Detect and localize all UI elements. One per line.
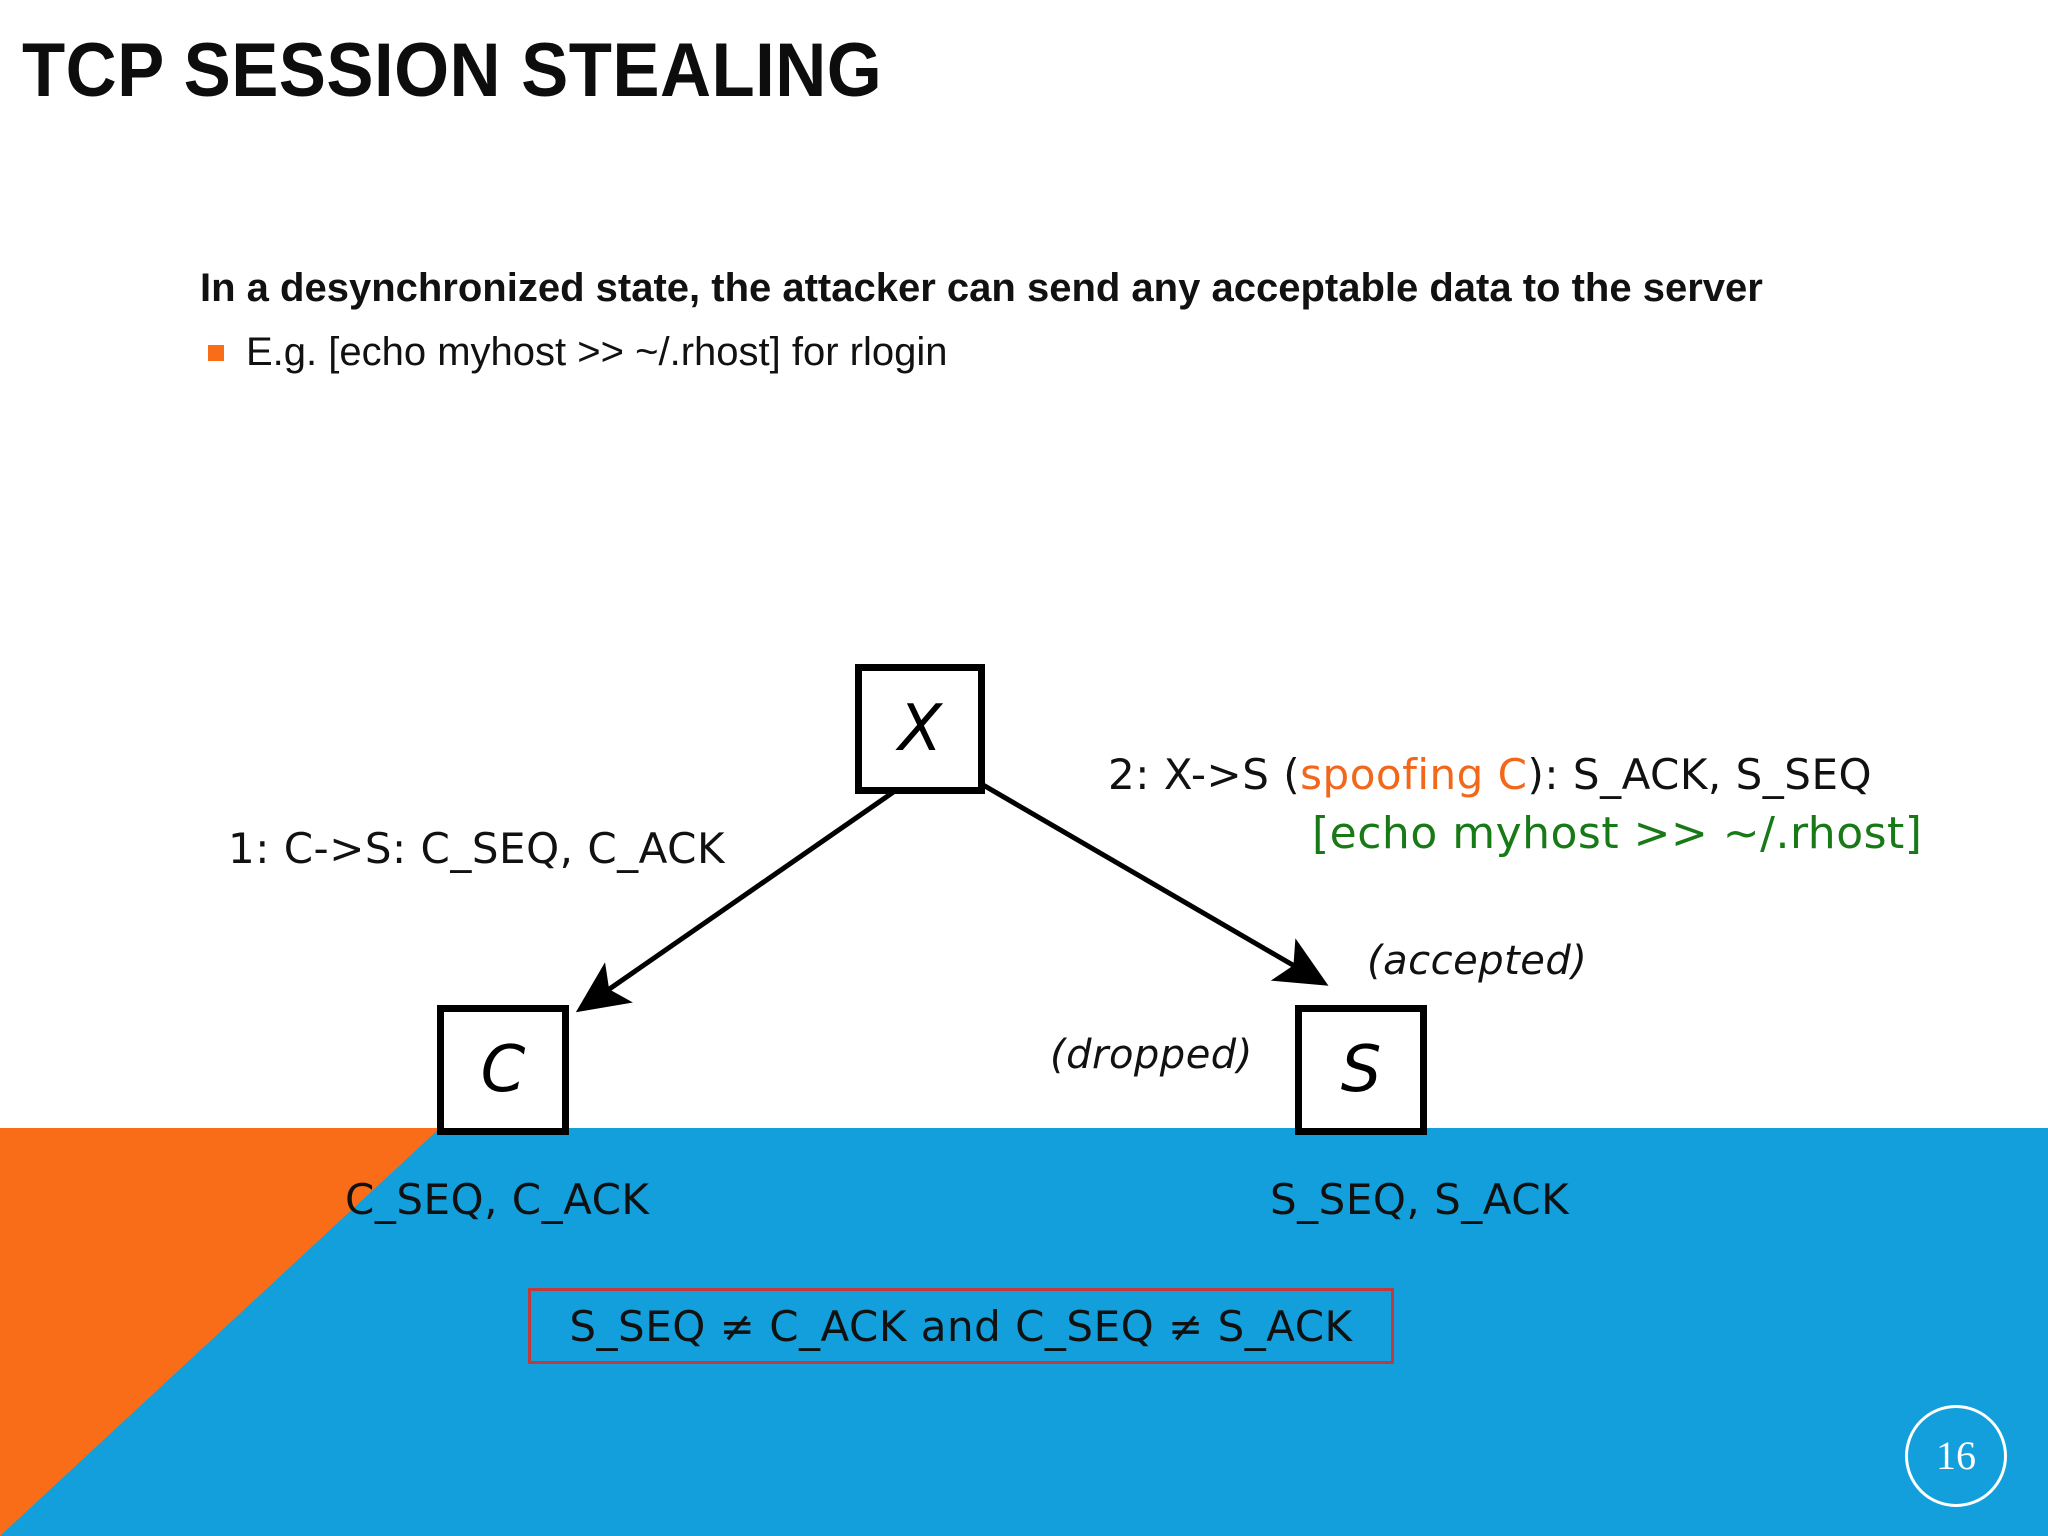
node-label-s: S: [1340, 1033, 1382, 1107]
body-lead-line: In a desynchronized state, the attacker …: [200, 266, 1763, 310]
inequality-callout-box: S_SEQ ≠ C_ACK and C_SEQ ≠ S_ACK: [528, 1288, 1394, 1364]
page-number-badge: 16: [1905, 1405, 2007, 1507]
diagram-node-attacker[interactable]: X: [855, 664, 985, 794]
flow-label-2: 2: X->S (spoofing C): S_ACK, S_SEQ: [1108, 750, 1872, 799]
page-number-text: 16: [1936, 1433, 1976, 1478]
client-state-label: C_SEQ, C_ACK: [345, 1175, 650, 1224]
flow-label-2-spoof: spoofing C: [1300, 750, 1528, 799]
node-label-x: X: [898, 692, 942, 766]
server-state-label: S_SEQ, S_ACK: [1270, 1175, 1570, 1224]
flow-label-2-prefix: 2: X->S (: [1108, 750, 1301, 799]
diagram-node-client[interactable]: C: [437, 1005, 569, 1135]
flow-label-1: 1: C->S: C_SEQ, C_ACK: [228, 824, 726, 873]
body-bullet-item: E.g. [echo myhost >> ~/.rhost] for rlogi…: [208, 328, 947, 376]
inequality-text: S_SEQ ≠ C_ACK and C_SEQ ≠ S_ACK: [569, 1301, 1353, 1351]
node-label-c: C: [480, 1033, 526, 1107]
square-bullet-icon: [208, 345, 224, 361]
payload-label: [echo myhost >> ~/.rhost]: [1312, 808, 1923, 859]
flow-label-2-suffix: ): S_ACK, S_SEQ: [1527, 750, 1873, 799]
accepted-label: (accepted): [1367, 938, 1588, 984]
body-bullet-text: E.g. [echo myhost >> ~/.rhost] for rlogi…: [246, 330, 948, 374]
diagram-node-server[interactable]: S: [1295, 1005, 1427, 1135]
page-title: TCP SESSION STEALING: [22, 28, 883, 113]
dropped-label: (dropped): [1050, 1032, 1253, 1078]
